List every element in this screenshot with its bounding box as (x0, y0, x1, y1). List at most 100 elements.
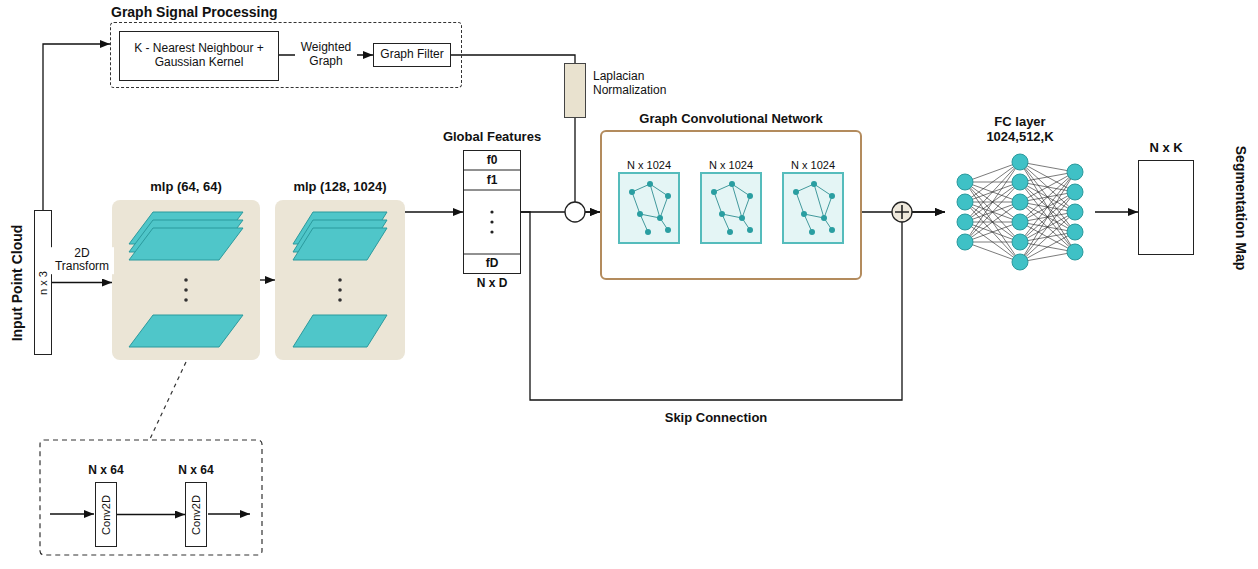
ellipsis-dot (184, 288, 188, 292)
nn-link (1020, 172, 1075, 182)
feature-cell: fD (486, 257, 499, 271)
dimension-label: N x 1024 (791, 159, 835, 172)
neuron (1012, 214, 1028, 230)
dimension-label: N x 1024 (627, 159, 671, 172)
nn-link (965, 222, 1020, 242)
dimension-label: N x K (1149, 141, 1182, 156)
nn-link (965, 222, 1020, 242)
neuron (1067, 224, 1083, 240)
nn-link (965, 162, 1020, 242)
feature-maps (129, 212, 387, 347)
nn-link (965, 182, 1020, 202)
nn-link (1020, 242, 1075, 252)
ellipsis-dot (184, 278, 188, 282)
feature-vector: Global Featuresf0f1fDN x D (463, 150, 521, 274)
cell-divider (463, 170, 521, 171)
nn-link (965, 202, 1020, 222)
graph-icon (711, 181, 753, 235)
neuron (1012, 174, 1028, 190)
connector-arrow (52, 282, 112, 283)
neuron (1067, 204, 1083, 220)
nn-link (965, 202, 1020, 262)
nn-link (965, 162, 1020, 202)
nn-link (965, 182, 1020, 202)
input-arrow (50, 513, 94, 514)
side-title: Segmentation Map (1233, 145, 1249, 269)
ellipsis-dot (490, 220, 493, 223)
neural-net (957, 154, 1083, 270)
normalization-block: Laplacian Normalization (564, 63, 586, 118)
neuron (1067, 184, 1083, 200)
panel-title: mlp (128, 1024) (293, 180, 386, 195)
nn-link (1020, 202, 1075, 232)
dashed-group: K - Nearest Neighbour + Gaussian KernelG… (110, 22, 462, 88)
output-block: N x KSegmentation Map (1138, 160, 1194, 255)
dimension-label: N x 1024 (709, 159, 753, 172)
panel-title: Graph Convolutional Network (639, 112, 822, 127)
nn-link (965, 202, 1020, 222)
nn-link (965, 182, 1020, 242)
fc-layer: FC layer 1024,512,K (945, 150, 1095, 280)
nn-link (1020, 182, 1075, 212)
nn-link (1020, 222, 1075, 232)
nn-link (1020, 252, 1075, 262)
ellipsis-dot (490, 210, 493, 213)
zoom-box (40, 440, 262, 555)
sum-circle (892, 202, 912, 222)
feature-map (129, 212, 243, 244)
nn-link (1020, 172, 1075, 222)
graph-layer: N x 1024 (618, 172, 680, 244)
connector-arrow (405, 211, 463, 212)
mlp-panel: mlp (128, 1024) (275, 200, 405, 360)
feature-map (129, 228, 243, 260)
nn-link (1020, 172, 1075, 242)
graph-icon (793, 181, 835, 235)
nn-link (965, 182, 1020, 262)
connector-arrow (117, 514, 185, 515)
nn-link (965, 182, 1020, 242)
connectors (43, 44, 1138, 515)
feature-map (129, 220, 243, 252)
dimension-label: N x D (477, 277, 508, 291)
nn-link (1020, 212, 1075, 222)
neuron (957, 234, 973, 250)
input-block: Input Point Cloudn x 3 (34, 210, 52, 355)
panel-title: Global Features (443, 130, 541, 145)
nn-link (1020, 182, 1075, 252)
neuron (1067, 244, 1083, 260)
layer-label: Conv2D (100, 495, 113, 535)
nn-link (965, 222, 1020, 223)
neuron (1012, 154, 1028, 170)
output-arrow (208, 513, 250, 514)
panel-title: mlp (64, 64) (150, 180, 222, 195)
feature-map (293, 220, 387, 252)
feature-cell: f1 (487, 174, 498, 188)
nn-link (965, 202, 1020, 203)
ellipsis-dot (338, 298, 342, 302)
merge-circle (565, 202, 585, 222)
nn-link (965, 182, 1020, 222)
side-title: Input Point Cloud (9, 224, 25, 341)
connector-arrow (260, 279, 275, 280)
dimension-label: n x 3 (37, 271, 50, 295)
layer-label: Conv2D (190, 495, 203, 535)
dimension-label: N x 64 (88, 464, 123, 478)
nn-link (1020, 192, 1075, 242)
neuron (1012, 254, 1028, 270)
nn-link (1020, 222, 1075, 252)
ellipsis-dot (338, 278, 342, 282)
ellipsis-dot (338, 288, 342, 292)
box-label: K - Nearest Neighbour + Gaussian Kernel (132, 42, 266, 70)
feature-map (293, 228, 387, 260)
nn-link (965, 242, 1020, 243)
neuron (1012, 194, 1028, 210)
neuron (1012, 234, 1028, 250)
panel-title: FC layer 1024,512,K (980, 115, 1060, 145)
nn-link (965, 182, 1020, 222)
neuron (957, 174, 973, 190)
nn-link (1020, 162, 1075, 192)
graph-layer: N x 1024 (700, 172, 762, 244)
zoom-leader (150, 362, 186, 439)
feature-map (293, 212, 387, 244)
neuron (957, 214, 973, 230)
